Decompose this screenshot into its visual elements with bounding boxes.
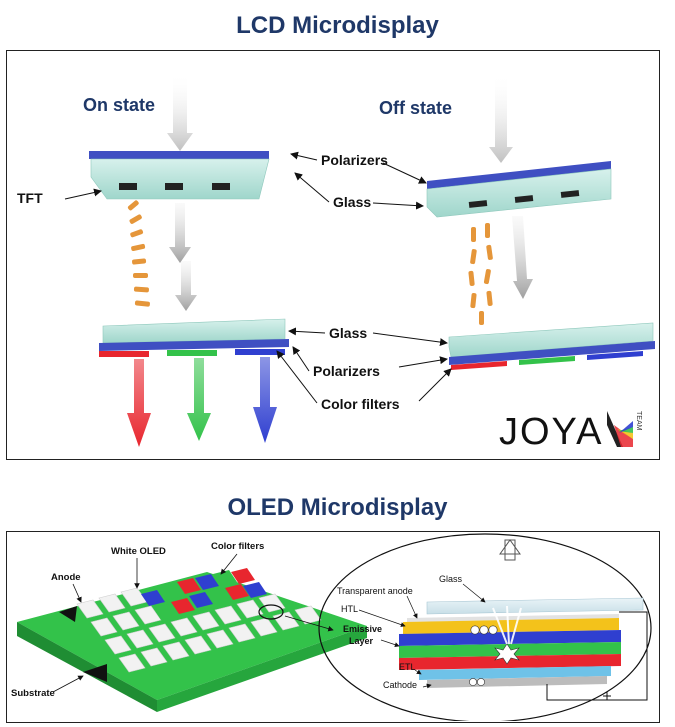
- red-light-arrow: [127, 359, 151, 447]
- emissive-red-layer: [399, 654, 621, 670]
- joya-team-logo: JOYA TEAM: [499, 411, 642, 453]
- cathode-label: Cathode: [383, 680, 417, 690]
- on-top-glass: [90, 158, 270, 200]
- glass-label-bottom: Glass: [329, 325, 367, 341]
- logo-text: JOYA: [499, 411, 603, 453]
- anode-grid: [76, 587, 322, 673]
- logo-subtext: TEAM: [635, 411, 642, 431]
- on-tft-pad: [165, 183, 183, 190]
- off-green-filter: [519, 356, 575, 365]
- off-top-polarizer: [427, 161, 611, 189]
- color-filters-label: Color filters: [321, 396, 400, 412]
- on-tft-pad: [119, 183, 137, 190]
- polarizers-label-top: Polarizers: [321, 152, 388, 168]
- off-tft-pad: [560, 190, 580, 198]
- off-tft-pad: [468, 200, 488, 208]
- oled-right-leaders: [358, 583, 486, 689]
- on-mid-light-arrow: [169, 203, 191, 263]
- etl-label: ETL: [399, 662, 416, 672]
- green-light-arrow: [187, 358, 211, 441]
- off-tft-pad: [514, 195, 534, 203]
- on-green-filter: [167, 350, 217, 356]
- tft-label: TFT: [17, 190, 43, 206]
- emissive-blue-layer: [399, 630, 621, 646]
- anode-label: Anode: [51, 572, 81, 583]
- off-bottom-polarizer: [449, 341, 655, 365]
- on-red-filter: [99, 351, 149, 357]
- leader-lines: [64, 151, 452, 404]
- lcd-diagram: On state Off state: [17, 73, 655, 453]
- off-liquid-crystals: [468, 223, 493, 325]
- oled-diagram: White OLED Color filters Anode Substrate: [11, 533, 652, 723]
- on-blue-filter: [235, 349, 285, 355]
- logo-spectrum: [619, 421, 633, 433]
- zoom-circle: [258, 604, 284, 620]
- output-arrow-body: [504, 539, 516, 561]
- oled-title: OLED Microdisplay: [227, 494, 448, 521]
- substrate-contact: [83, 664, 107, 682]
- emissive-label-line1: Emissive: [343, 624, 382, 634]
- on-state-stack: [89, 73, 289, 447]
- transparent-anode-layer: [407, 614, 619, 622]
- oled-left-leaders: [52, 553, 334, 693]
- on-tft-pad: [212, 183, 230, 190]
- circuit-wiring: [546, 611, 648, 701]
- lcd-diagram-panel: On state Off state: [6, 50, 660, 460]
- anode-contact: [59, 606, 77, 622]
- glass-oled-label: Glass: [439, 574, 463, 584]
- output-arrow-head: [499, 539, 521, 555]
- emission-burst: [494, 643, 520, 665]
- charge-carriers: [469, 625, 498, 686]
- polarizers-label-bottom: Polarizers: [313, 363, 380, 379]
- on-liquid-crystals: [127, 200, 150, 307]
- oled-glass-layer: [426, 597, 644, 615]
- blue-light-arrow: [253, 357, 277, 443]
- white-oled-label: White OLED: [111, 546, 166, 557]
- oled-diagram-panel: White OLED Color filters Anode Substrate: [6, 531, 660, 723]
- on-bottom-glass: [102, 318, 286, 344]
- off-state-label: Off state: [379, 98, 452, 118]
- htl-label: HTL: [341, 604, 358, 614]
- lcd-title: LCD Microdisplay: [236, 12, 439, 39]
- off-red-filter: [451, 361, 507, 370]
- emitted-rays: [492, 605, 522, 645]
- off-blocked-light-arrow: [512, 216, 533, 299]
- transparent-anode-label: Transparent anode: [337, 586, 413, 596]
- on-incoming-light-arrow: [167, 73, 193, 151]
- on-bottom-polarizer: [99, 339, 289, 351]
- on-state-label: On state: [83, 95, 155, 115]
- etl-layer: [419, 666, 611, 680]
- substrate-side-left: [17, 622, 157, 712]
- substrate-label: Substrate: [11, 688, 55, 699]
- emissive-label-line2: Layer: [349, 636, 374, 646]
- oled-substrate-array: [17, 568, 367, 712]
- off-incoming-light-arrow: [489, 73, 513, 163]
- on-mid-light-arrow-2: [175, 261, 197, 311]
- color-filters-oled-label: Color filters: [211, 541, 264, 552]
- color-filter-array: [141, 568, 267, 620]
- glass-label-top: Glass: [333, 194, 371, 210]
- on-top-polarizer: [89, 151, 269, 159]
- oled-layer-stack: [399, 539, 648, 701]
- substrate-side-right: [157, 626, 367, 712]
- htl-layer: [403, 618, 619, 634]
- logo-spectrum: [614, 425, 633, 447]
- off-blue-filter: [587, 351, 643, 360]
- off-state-stack: [426, 73, 655, 370]
